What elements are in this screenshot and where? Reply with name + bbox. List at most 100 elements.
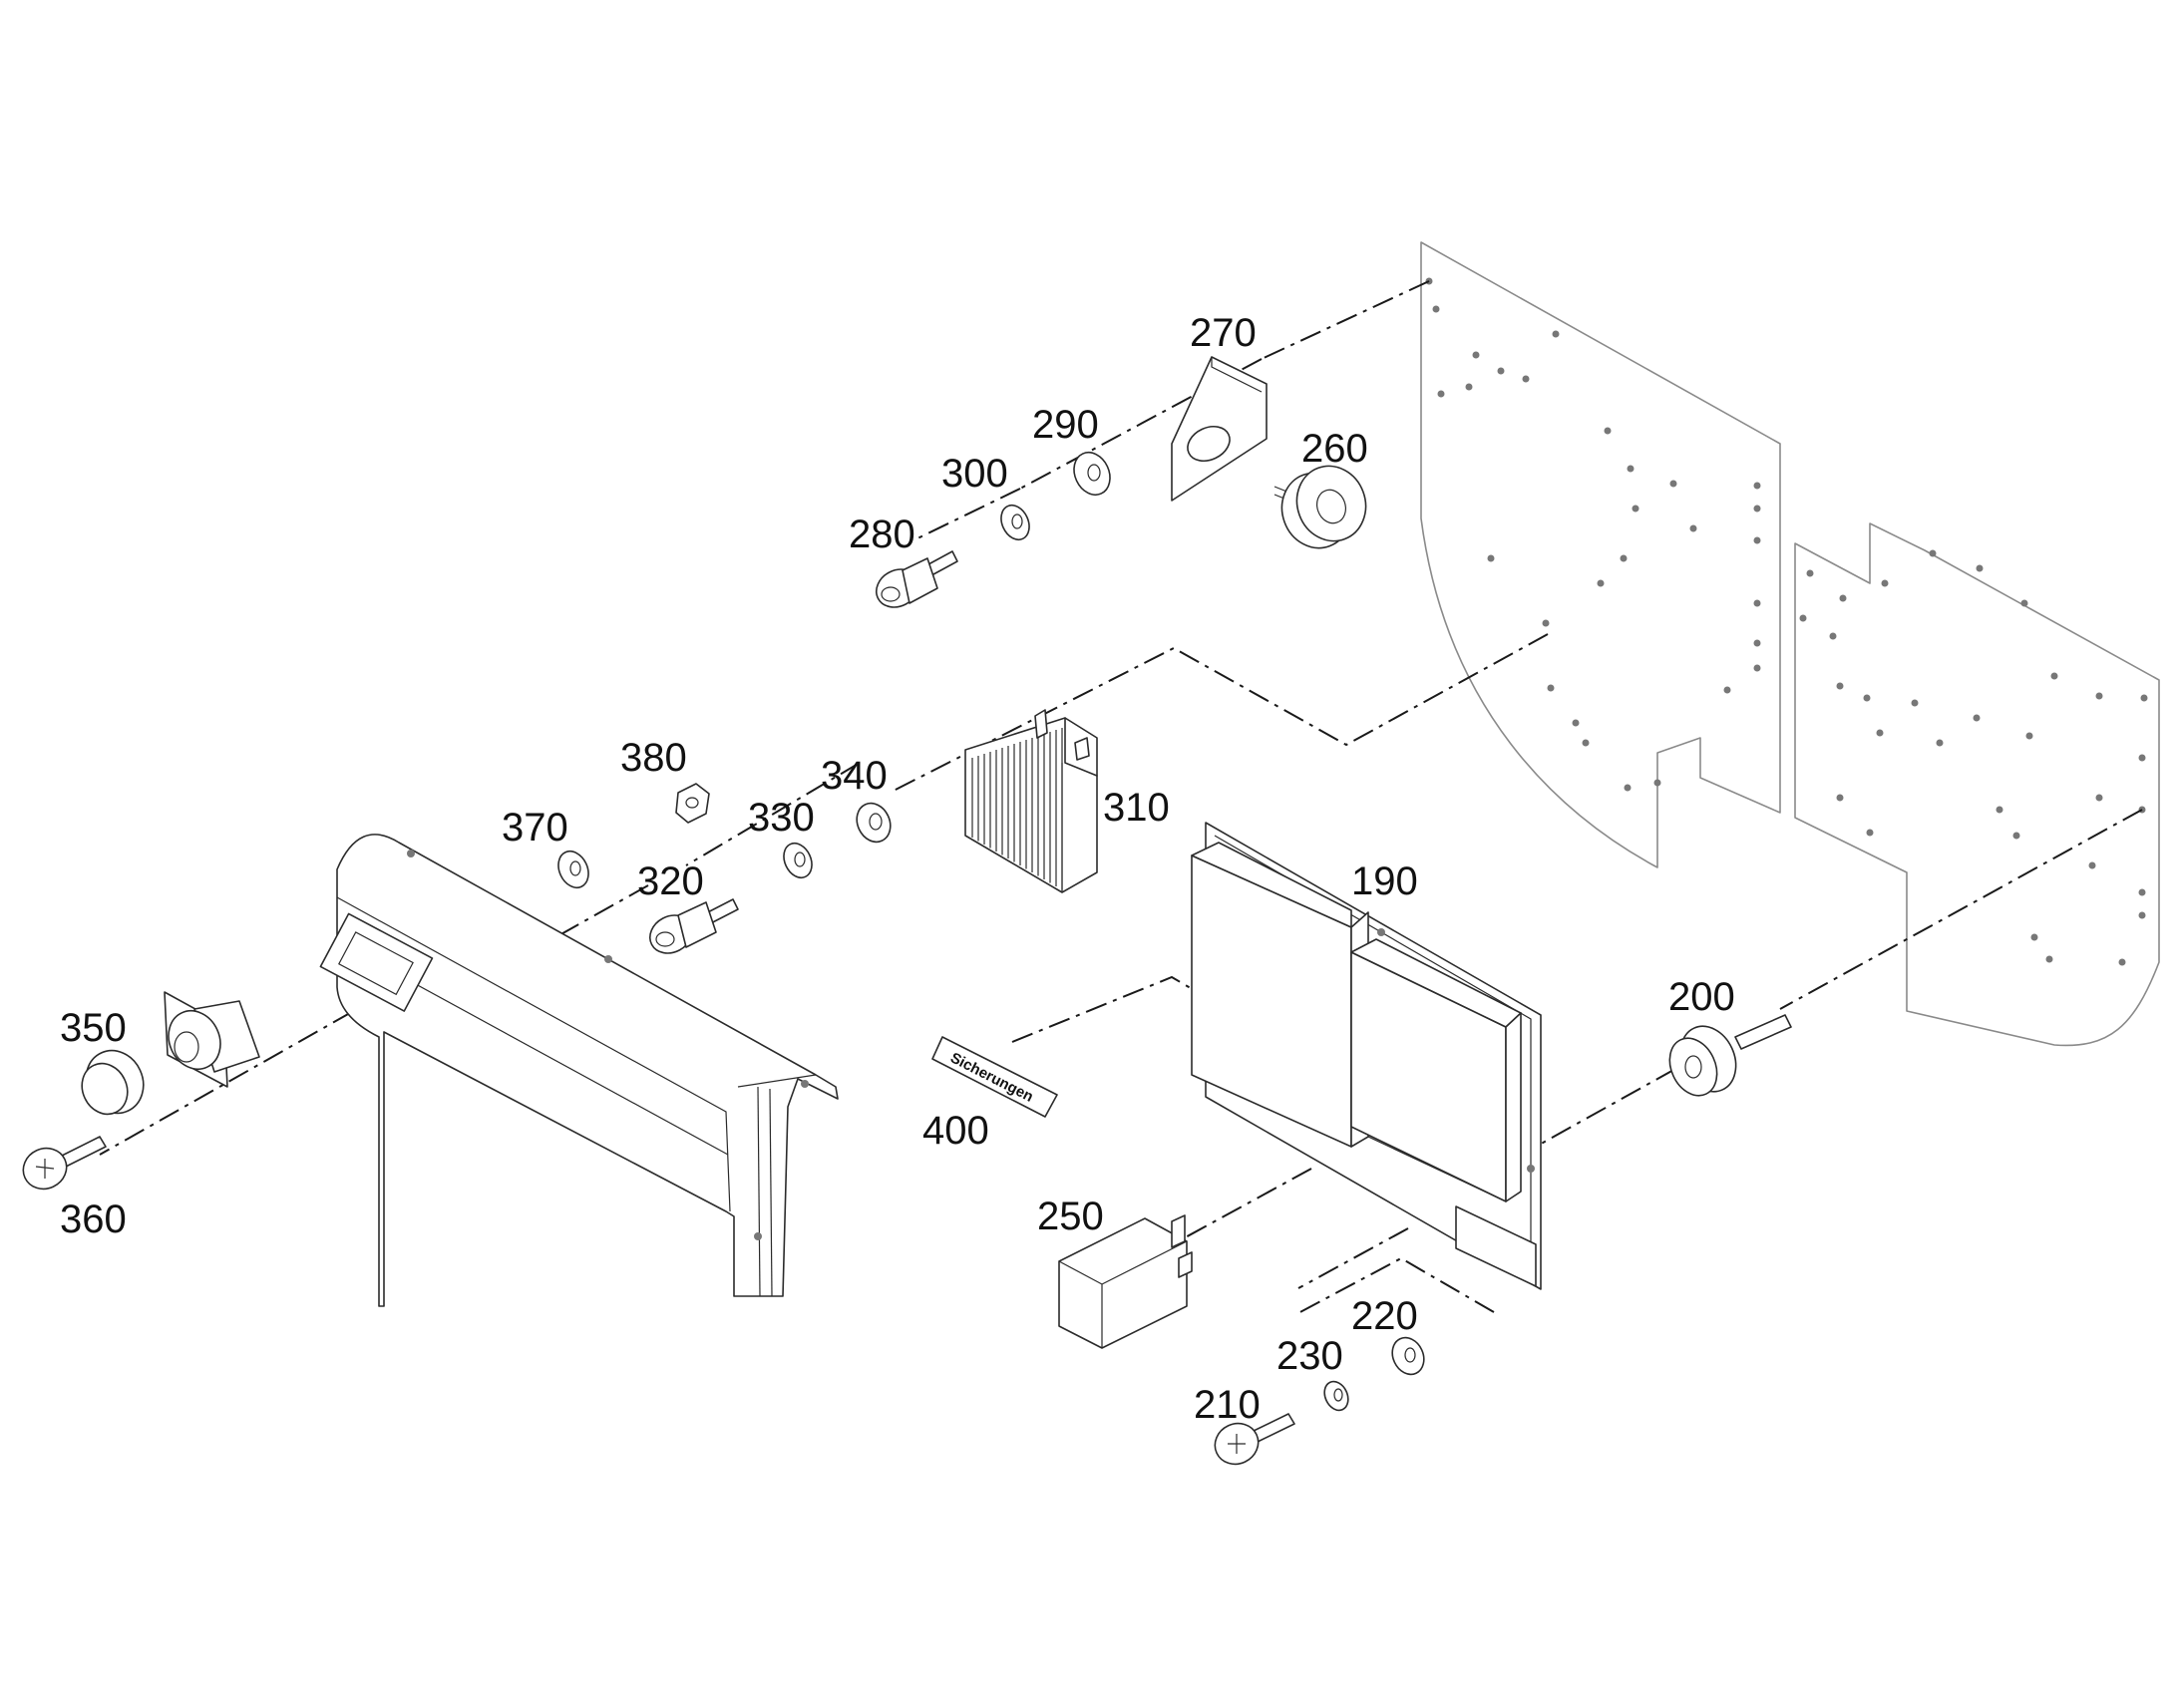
callout-270: 270: [1190, 311, 1257, 355]
mounting-hole: [2118, 958, 2126, 966]
mounting-hole: [1542, 619, 1550, 627]
mounting-hole: [1624, 784, 1632, 792]
part-310-heatsink-module: [964, 709, 1098, 893]
mounting-hole: [1836, 682, 1844, 690]
part-230-spring-washer: [1323, 1380, 1349, 1412]
callout-310: 310: [1103, 786, 1170, 830]
callouts: 190 200 210 220 230 250 260 270 280 290 …: [60, 311, 1735, 1427]
part-360-phillips-screw: [22, 1136, 107, 1191]
mounting-hole: [1911, 699, 1919, 707]
mounting-hole: [1799, 614, 1807, 622]
mounting-hole: [1653, 779, 1661, 787]
mounting-hole: [1753, 482, 1761, 490]
part-220-washer: [1391, 1336, 1425, 1376]
callout-340: 340: [821, 754, 888, 798]
callout-360: 360: [60, 1197, 127, 1241]
part-260-rubber-bumper: [1273, 465, 1367, 549]
mounting-hole: [1627, 465, 1635, 473]
mounting-hole: [2012, 832, 2020, 840]
part-320-cap-screw: [649, 898, 739, 954]
mounting-hole: [1472, 351, 1480, 359]
mounting-hole: [2045, 955, 2053, 963]
mounting-hole: [1620, 554, 1628, 562]
part-210-phillips-screw: [1214, 1413, 1295, 1466]
callout-210: 210: [1194, 1383, 1261, 1427]
callout-190: 190: [1351, 859, 1418, 903]
mounting-hole: [2095, 692, 2103, 700]
mounting-hole: [1497, 367, 1505, 375]
mounting-hole: [1753, 505, 1761, 512]
part-290-washer: [1073, 452, 1111, 496]
mounting-hole: [1552, 330, 1560, 338]
callout-320: 320: [637, 859, 704, 903]
mounting-hole: [2050, 672, 2058, 680]
side-mounting-panel: [1794, 522, 2160, 1047]
mounting-hole: [1669, 480, 1677, 488]
mounting-hole: [1597, 579, 1605, 587]
callout-260: 260: [1301, 427, 1368, 471]
part-270-mounting-plate: [1171, 356, 1268, 502]
mounting-hole: [1604, 427, 1612, 435]
callout-290: 290: [1032, 403, 1099, 447]
mounting-hole: [1487, 554, 1495, 562]
part-370-washer: [557, 850, 589, 889]
mounting-hole: [1829, 632, 1837, 640]
mounting-hole: [1572, 719, 1580, 727]
mounting-hole: [1806, 569, 1814, 577]
part-400-label-sicherungen: Sicherungen: [931, 1036, 1058, 1118]
mounting-hole: [2138, 754, 2146, 762]
part-190-control-board: [1191, 822, 1542, 1290]
mounting-hole: [1522, 375, 1530, 383]
mounting-hole: [1437, 390, 1445, 398]
mounting-hole: [1929, 549, 1937, 557]
mounting-hole: [1836, 794, 1844, 802]
mounting-hole: [2140, 694, 2148, 702]
mounting-hole: [1753, 536, 1761, 544]
mounting-hole: [1582, 739, 1590, 747]
mounting-hole: [1936, 739, 1944, 747]
mounting-hole: [1547, 684, 1555, 692]
mounting-hole: [2030, 933, 2038, 941]
mounting-hole: [2025, 732, 2033, 740]
mounting-hole: [1753, 664, 1761, 672]
callout-350: 350: [60, 1006, 127, 1050]
part-340-washer: [856, 802, 892, 844]
mounting-hole: [1976, 564, 1984, 572]
part-200-rubber-bumper: [1668, 1014, 1792, 1097]
callout-250: 250: [1037, 1195, 1104, 1238]
mounting-hole: [1996, 806, 2003, 814]
mounting-hole: [1465, 383, 1473, 391]
mounting-hole: [1753, 599, 1761, 607]
rear-mounting-panel: [1420, 241, 1781, 868]
callout-380: 380: [620, 736, 687, 780]
cabinet-frame: [319, 834, 839, 1307]
callout-200: 200: [1668, 975, 1735, 1019]
callout-370: 370: [502, 806, 568, 850]
mounting-hole: [2138, 888, 2146, 896]
mounting-hole: [1881, 579, 1889, 587]
callout-220: 220: [1351, 1294, 1418, 1338]
part-300-spring-washer: [1000, 504, 1030, 541]
mounting-hole: [2020, 599, 2028, 607]
part-380-hex-nut: [675, 783, 710, 824]
callout-330: 330: [748, 796, 815, 840]
mounting-hole: [1753, 639, 1761, 647]
callout-400: 400: [922, 1109, 989, 1153]
callout-230: 230: [1276, 1334, 1343, 1378]
mounting-hole: [2138, 911, 2146, 919]
part-280-cap-screw: [876, 550, 958, 608]
mounting-hole: [1876, 729, 1884, 737]
mounting-hole: [1723, 686, 1731, 694]
mounting-hole: [1866, 829, 1874, 837]
part-250-relay-box: [1058, 1214, 1193, 1349]
mounting-hole: [2095, 794, 2103, 802]
mounting-hole: [1689, 524, 1697, 532]
mounting-hole: [1839, 594, 1847, 602]
mounting-hole: [1632, 505, 1639, 512]
mounting-hole: [1432, 305, 1440, 313]
callout-280: 280: [849, 512, 915, 556]
mounting-hole: [1973, 714, 1981, 722]
mounting-hole: [1863, 694, 1871, 702]
mounting-hole: [2088, 861, 2096, 869]
